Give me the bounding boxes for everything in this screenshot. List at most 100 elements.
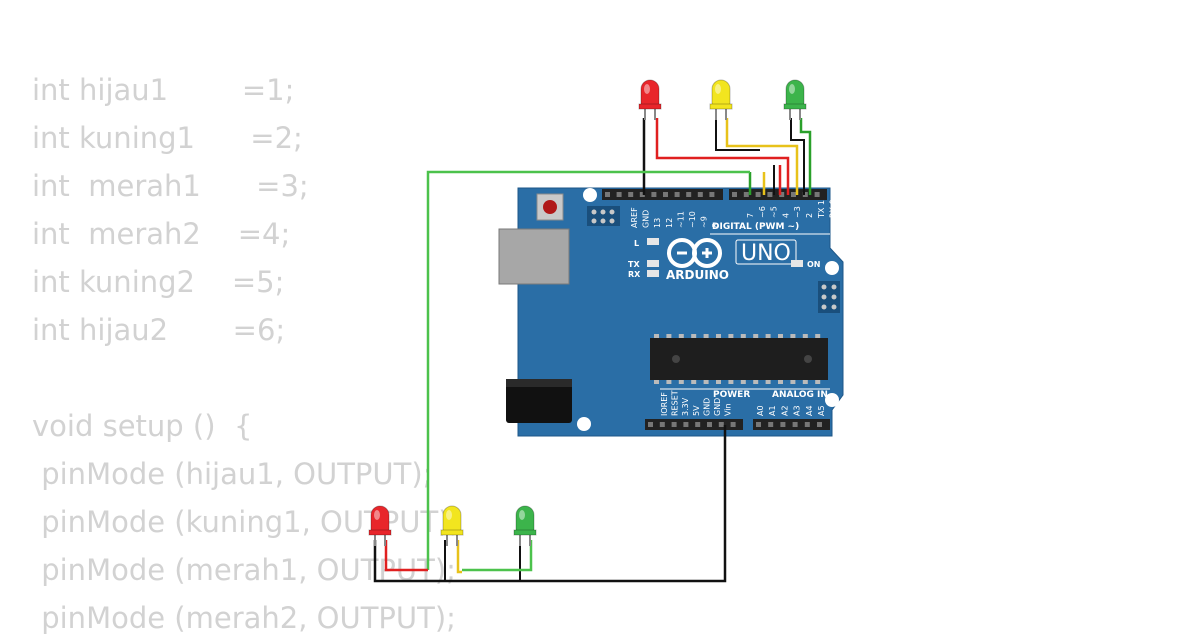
- header-pin[interactable]: [732, 192, 737, 197]
- header-pin[interactable]: [755, 192, 761, 197]
- led-top-green[interactable]: [783, 79, 807, 120]
- header-pin[interactable]: [659, 422, 665, 427]
- atmega-chip: [650, 334, 828, 384]
- led-bottom-yellow[interactable]: [440, 505, 464, 546]
- wire-green-top[interactable]: [799, 118, 812, 195]
- pin-label: AREF: [630, 207, 639, 228]
- led-top-red[interactable]: [638, 79, 662, 120]
- usb-port: [498, 228, 570, 285]
- pin-label: 7: [746, 213, 755, 218]
- header-pin[interactable]: [686, 192, 692, 197]
- arduino-brand: ARDUINO: [666, 268, 729, 282]
- led-bottom-green[interactable]: [513, 505, 537, 546]
- header-pin[interactable]: [628, 192, 634, 197]
- pin-label: A1: [768, 405, 777, 416]
- header-pin[interactable]: [707, 422, 712, 427]
- pin-label: ~10: [688, 211, 697, 228]
- header-pin[interactable]: [663, 192, 668, 197]
- header-pin[interactable]: [695, 422, 701, 427]
- pin-label: 3.3V: [681, 397, 690, 416]
- pin-label: IOREF: [660, 392, 669, 416]
- header-pin[interactable]: [605, 192, 610, 197]
- header-pin[interactable]: [767, 192, 773, 197]
- pin-label: A0: [756, 405, 765, 416]
- wire-yellow-bottom[interactable]: [456, 540, 462, 574]
- wire-black-gnd-bottom[interactable]: [373, 425, 727, 583]
- pin-label: RX 0: [829, 199, 838, 218]
- arduino-logo: [667, 238, 722, 268]
- pin-label: A2: [780, 405, 789, 416]
- header-pin[interactable]: [651, 192, 657, 197]
- digital-header-left: [602, 189, 723, 200]
- code-line: pinMode (hijau1, OUTPUT);: [32, 457, 433, 491]
- analog-in-label: ANALOG IN: [772, 390, 828, 400]
- tx-led-label: TX: [628, 260, 640, 269]
- pin-label: 5V: [692, 405, 701, 416]
- header-pin[interactable]: [791, 192, 796, 197]
- mounting-hole: [577, 417, 591, 431]
- pin-label: ~3: [793, 206, 802, 218]
- wire-green-bottom[interactable]: [462, 540, 533, 572]
- header-pin[interactable]: [616, 192, 622, 197]
- wire-red-bottom[interactable]: [384, 540, 428, 572]
- pin-label: 12: [665, 218, 674, 228]
- pin-label: 4: [781, 213, 790, 218]
- code-line: pinMode (merah2, OUTPUT);: [32, 601, 456, 635]
- rx-led-label: RX: [628, 270, 641, 279]
- wire-yellow-top[interactable]: [725, 118, 799, 195]
- pin-label: A4: [805, 405, 814, 416]
- l-led-label: L: [634, 239, 639, 248]
- rx-led: [647, 270, 659, 277]
- header-pin[interactable]: [718, 422, 724, 427]
- wire-black-top-green[interactable]: [790, 118, 805, 195]
- header-pin[interactable]: [802, 192, 808, 197]
- pin-label: Vin: [724, 403, 733, 416]
- pin-label: ~11: [676, 211, 685, 228]
- header-pin[interactable]: [804, 422, 810, 427]
- led-bottom-red[interactable]: [368, 505, 392, 546]
- pin-label: ~5: [770, 206, 779, 218]
- power-header: [645, 419, 743, 430]
- digital-header-right: [729, 189, 827, 200]
- header-pin[interactable]: [779, 192, 785, 197]
- header-pin[interactable]: [780, 422, 786, 427]
- reset-button[interactable]: [536, 193, 564, 221]
- dc-power-jack: [506, 379, 572, 423]
- model-label: UNO: [741, 241, 791, 266]
- header-pin[interactable]: [768, 422, 774, 427]
- header-pin[interactable]: [648, 422, 653, 427]
- pin-label: ~9: [700, 216, 709, 228]
- header-pin[interactable]: [671, 422, 677, 427]
- header-pin[interactable]: [814, 192, 820, 197]
- header-pin[interactable]: [743, 192, 749, 197]
- l-led: [647, 238, 659, 245]
- header-pin[interactable]: [756, 422, 761, 427]
- header-pin[interactable]: [709, 192, 715, 197]
- header-pin[interactable]: [730, 422, 736, 427]
- header-pin[interactable]: [674, 192, 680, 197]
- analog-header: [753, 419, 830, 430]
- code-editor-background: int hijau1 =1;int kuning1 =2;int merah1 …: [32, 66, 459, 642]
- mounting-hole: [825, 261, 839, 275]
- wires[interactable]: [373, 118, 812, 583]
- header-pin[interactable]: [792, 422, 798, 427]
- header-pin[interactable]: [817, 422, 822, 427]
- header-pin[interactable]: [639, 192, 645, 197]
- header-pin[interactable]: [683, 422, 689, 427]
- led-top-yellow[interactable]: [709, 79, 733, 120]
- power-label: POWER: [713, 390, 750, 400]
- header-pin[interactable]: [697, 192, 703, 197]
- code-line: int merah2 =4;: [32, 217, 291, 251]
- mounting-hole: [583, 188, 597, 202]
- icsp-header-right: [818, 281, 840, 313]
- wire-red-top[interactable]: [655, 118, 790, 195]
- wire-green-long[interactable]: [426, 170, 750, 570]
- wire-black-top-yellow[interactable]: [715, 118, 760, 151]
- code-line: pinMode (kuning1, OUTPUT);: [32, 505, 460, 539]
- pin-label: GND: [713, 398, 722, 416]
- uno-badge: [735, 239, 797, 265]
- pin-label: 13: [653, 218, 662, 228]
- tx-led: [647, 260, 659, 267]
